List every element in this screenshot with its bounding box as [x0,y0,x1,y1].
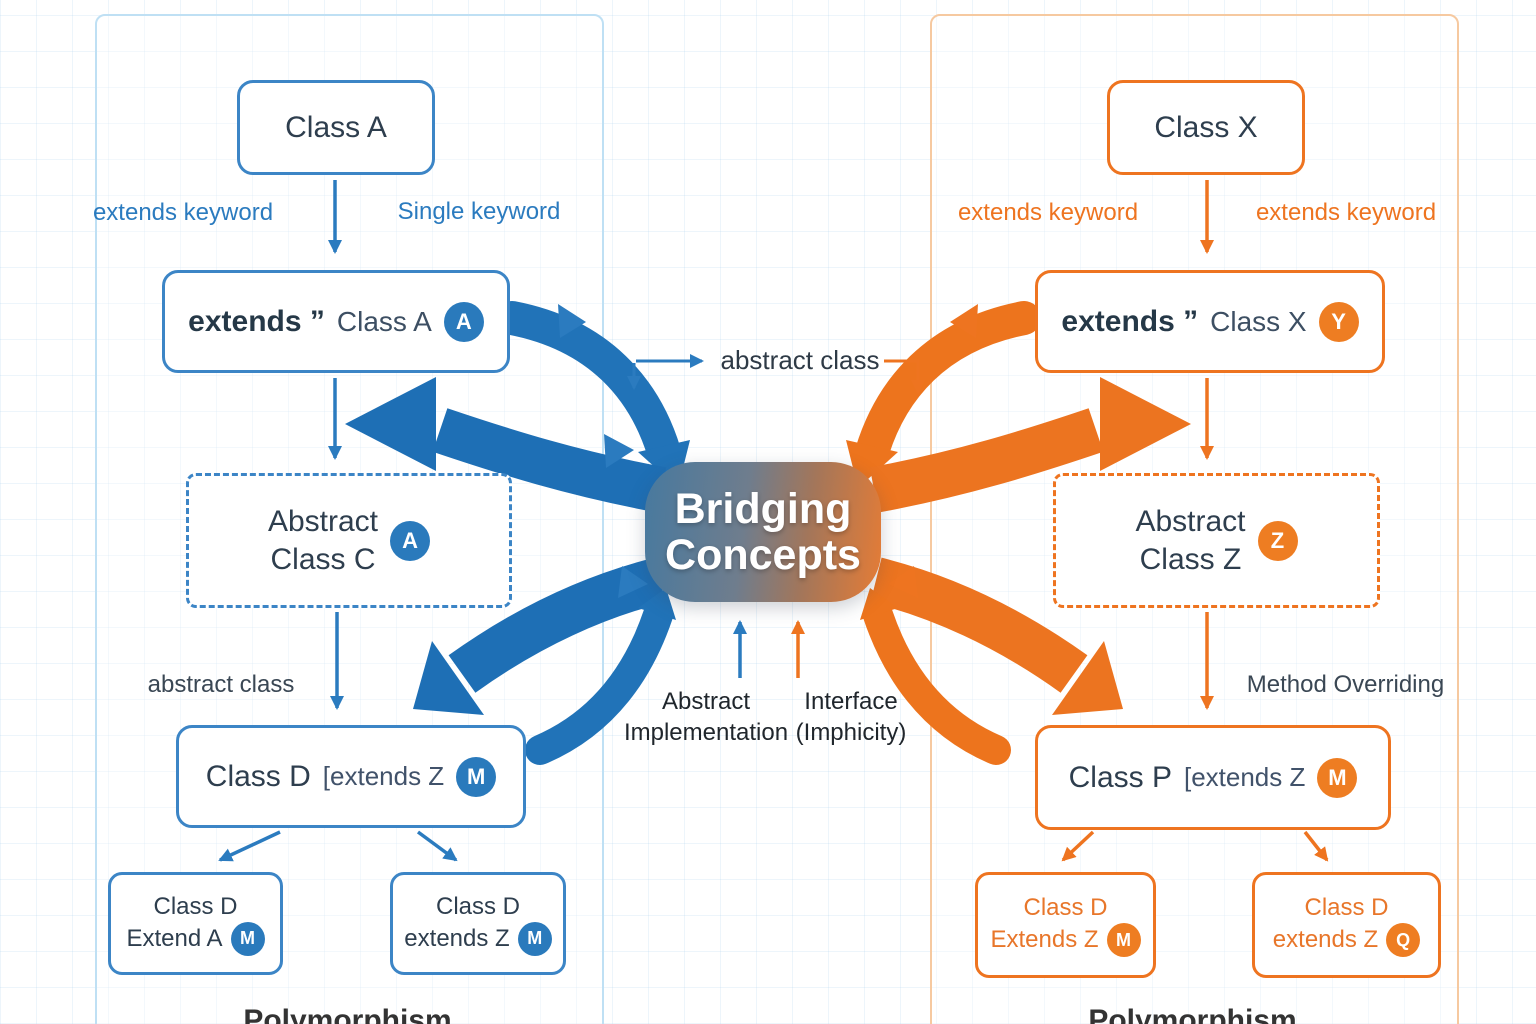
orange-pointer-abstract-class [884,359,925,394]
orange-arrow-lower-head [1052,641,1123,715]
child-l1-line1: Class D [153,892,238,920]
badge-m5-icon: M [1106,923,1141,957]
child-r1-line1: Class D [1023,894,1108,921]
child-r2-line1: Class D [1304,894,1389,921]
badge-m-icon: M [456,756,497,797]
polymorphism-label-left: Polymorphism [243,1004,452,1024]
method-overriding-label: Method Overriding [1246,671,1445,698]
abstract-impl-line2: Implementation [623,719,789,747]
interface-label: Interface (Imphicity) [786,686,916,748]
class-p-box: Class P [extends Z M [1035,725,1391,830]
badge-a-icon: A [443,301,484,342]
orange-chevron-top-icon [950,304,978,338]
extends-class-name-r: Class X [1210,305,1307,337]
class-d-extends-z-box: Class D extends Z M [390,872,566,975]
class-p-name: Class P [1068,760,1172,794]
abstract-z-line2: Class Z [1139,542,1242,576]
class-p-suffix: [extends Z [1183,762,1306,792]
orange-connector-classP-child1 [1061,830,1095,862]
class-d-name: Class D [205,759,311,793]
abstract-class-c-box: Abstract Class C A [186,473,512,608]
blue-arrow-lower-head [413,641,484,715]
orange-arrow-upper-head [1100,377,1191,471]
badge-z-icon: Z [1257,520,1298,561]
child-r1-line2: Extends Z [990,926,1099,953]
blue-arrow-upper-body [432,408,667,513]
bridging-title-line2: Concepts [665,531,861,579]
polymorphism-label-right: Polymorphism [1088,1004,1297,1024]
orange-swoosh-bottom [863,600,1011,765]
blue-swoosh-bottom-head [638,588,676,620]
child-l2-line1: Class D [435,892,520,920]
blue-chevron-mid-icon [604,434,634,468]
orange-chevron-low-icon [888,566,918,598]
child-l1-line2: Extend A [126,924,223,952]
blue-chevron-low-icon [618,566,648,598]
class-x-label: Class X [1154,110,1258,144]
abstract-z-line1: Abstract [1135,505,1246,538]
single-keyword-label: Single keyword [397,198,561,225]
extends-keyword-label-right2: extends keyword [1255,199,1437,226]
abstract-c-line1: Abstract [267,505,379,538]
blue-connector-classD-child2 [416,830,458,862]
class-d-suffix: [extends Z [322,761,445,791]
blue-swoosh-bottom [525,600,673,765]
child-r2-line2: extends Z [1272,926,1379,953]
class-a-box: Class A [237,80,435,175]
bridging-concepts-blob: Bridging Concepts [645,462,881,602]
orange-arrow-upper-body [869,408,1104,513]
abstract-class-z-box: Abstract Class Z Z [1053,473,1380,608]
interface-line1: Interface [804,688,898,715]
abstract-implementation-label: Abstract Implementation [612,686,800,748]
blue-connector-classD-child1 [218,830,281,862]
class-d-extends-z-box-right2: Class D extends Z Q [1252,872,1441,978]
abstract-impl-line1: Abstract [661,688,751,715]
extends-class-a-box: extends ” Class A A [162,270,510,373]
blue-arrow-upper-head [345,377,436,471]
badge-m3-icon: M [517,921,552,956]
class-d-extends-z-box-right1: Class D Extends Z M [975,872,1156,978]
badge-m4-icon: M [1317,757,1358,798]
class-a-label: Class A [285,110,387,144]
class-d-box: Class D [extends Z M [176,725,526,828]
extends-class-x-box: extends ” Class X Y [1035,270,1385,373]
extends-class-name: Class A [336,305,432,337]
badge-q-icon: Q [1386,923,1421,957]
extends-keyword-text: extends ” [188,304,325,338]
abstract-class-label-left: abstract class [147,671,295,698]
orange-swoosh-top [855,301,1041,469]
extends-keyword-label-left: extends keyword [92,199,274,226]
class-x-box: Class X [1107,80,1305,175]
blue-chevron-top-icon [558,304,586,338]
abstract-c-line2: Class C [270,542,376,576]
blue-swoosh-top [495,301,681,469]
abstract-class-center-label: abstract class [720,345,880,375]
badge-a2-icon: A [390,520,431,561]
extends-keyword-label-right1: extends keyword [957,199,1139,226]
extends-keyword-text-r: extends ” [1061,304,1199,338]
badge-y-icon: Y [1318,301,1359,342]
child-l2-line2: extends Z [404,924,510,952]
class-d-extend-a-box: Class D Extend A M [108,872,283,975]
badge-m2-icon: M [230,921,265,956]
orange-connector-classP-child2 [1303,830,1329,862]
orange-swoosh-bottom-head [860,588,898,620]
interface-line2: (Imphicity) [795,719,907,747]
bridging-title-line1: Bridging [674,484,852,533]
